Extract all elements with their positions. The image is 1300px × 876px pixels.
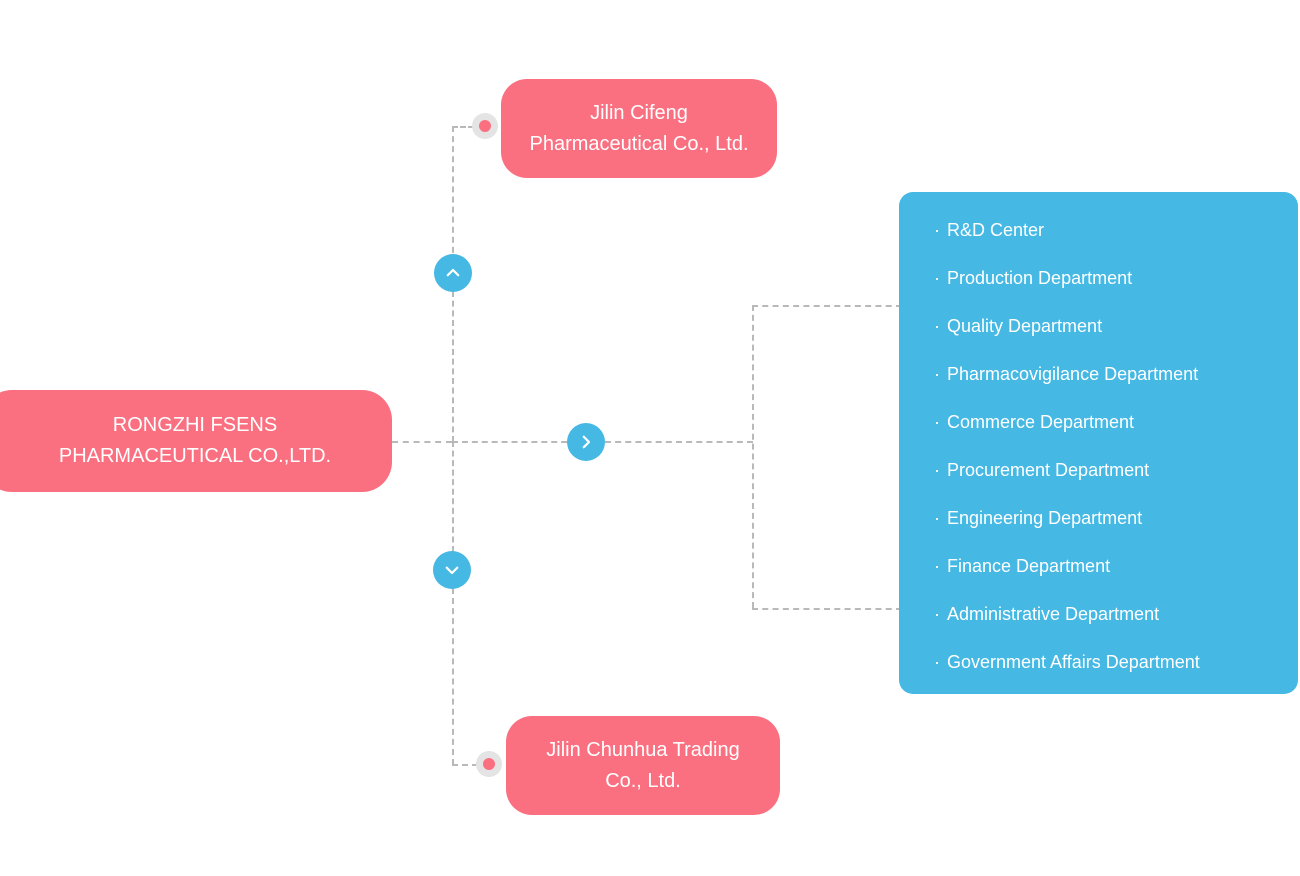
chevron-down-button[interactable] bbox=[433, 551, 471, 589]
department-label: Finance Department bbox=[947, 556, 1111, 576]
connector-bracket-top bbox=[752, 305, 902, 307]
department-list-item[interactable]: · Finance Department bbox=[899, 542, 1298, 590]
department-label: R&D Center bbox=[947, 220, 1045, 240]
bullet-icon: · bbox=[934, 460, 940, 480]
bullet-icon: · bbox=[934, 412, 940, 432]
chevron-up-icon bbox=[444, 264, 462, 282]
chevron-right-icon bbox=[577, 433, 595, 451]
connector-arrow-to-bracket bbox=[605, 441, 753, 443]
subsidiary-node-cifeng[interactable]: Jilin Cifeng Pharmaceutical Co., Ltd. bbox=[501, 79, 777, 178]
connector-branch-top bbox=[452, 126, 474, 128]
bullet-icon: · bbox=[934, 604, 940, 624]
department-list-item[interactable]: · Engineering Department bbox=[899, 494, 1298, 542]
subsidiary-node-chunhua[interactable]: Jilin Chunhua Trading Co., Ltd. bbox=[506, 716, 780, 815]
department-label: Government Affairs Department bbox=[947, 652, 1200, 672]
chevron-down-icon bbox=[443, 561, 461, 579]
bullet-icon: · bbox=[934, 508, 940, 528]
department-list-item[interactable]: · Pharmacovigilance Department bbox=[899, 350, 1298, 398]
connector-branch-bottom bbox=[452, 764, 478, 766]
department-label: Procurement Department bbox=[947, 460, 1150, 480]
department-label: Pharmacovigilance Department bbox=[947, 364, 1199, 384]
subsidiary-label-chunhua: Jilin Chunhua Trading Co., Ltd. bbox=[546, 738, 740, 792]
connector-dot-subsidiary-top bbox=[472, 113, 498, 139]
department-list-item[interactable]: · Commerce Department bbox=[899, 398, 1298, 446]
department-list: · R&D Center · Production Department · Qual… bbox=[899, 206, 1298, 686]
department-label: Commerce Department bbox=[947, 412, 1135, 432]
chevron-right-button[interactable] bbox=[567, 423, 605, 461]
bullet-icon: · bbox=[934, 652, 940, 672]
connector-bracket-vertical bbox=[752, 305, 754, 608]
root-company-node[interactable]: RONGZHI FSENS PHARMACEUTICAL CO.,LTD. bbox=[0, 390, 392, 492]
bullet-icon: · bbox=[934, 556, 940, 576]
bullet-icon: · bbox=[934, 316, 940, 336]
connector-trunk-middle-upper bbox=[452, 291, 454, 442]
connector-trunk-upper bbox=[452, 126, 454, 273]
department-label: Administrative Department bbox=[947, 604, 1160, 624]
department-panel: · R&D Center · Production Department · Qual… bbox=[899, 192, 1298, 694]
connector-bracket-bottom bbox=[752, 608, 902, 610]
chevron-up-button[interactable] bbox=[434, 254, 472, 292]
department-list-item[interactable]: · Government Affairs Department bbox=[899, 638, 1298, 686]
bullet-icon: · bbox=[934, 364, 940, 384]
connector-root-to-center bbox=[392, 441, 452, 443]
department-list-item[interactable]: · Administrative Department bbox=[899, 590, 1298, 638]
bullet-icon: · bbox=[934, 220, 940, 240]
department-label: Production Department bbox=[947, 268, 1133, 288]
department-list-item[interactable]: · Procurement Department bbox=[899, 446, 1298, 494]
subsidiary-label-cifeng: Jilin Cifeng Pharmaceutical Co., Ltd. bbox=[529, 101, 749, 155]
department-label: Quality Department bbox=[947, 316, 1103, 336]
department-label: Engineering Department bbox=[947, 508, 1143, 528]
connector-trunk-lower bbox=[452, 588, 454, 765]
department-list-item[interactable]: · Quality Department bbox=[899, 302, 1298, 350]
root-company-label: RONGZHI FSENS PHARMACEUTICAL CO.,LTD. bbox=[58, 414, 332, 467]
bullet-icon: · bbox=[934, 268, 940, 288]
connector-center-to-arrow bbox=[452, 441, 587, 443]
department-list-item[interactable]: · Production Department bbox=[899, 254, 1298, 302]
connector-trunk-middle-lower bbox=[452, 441, 454, 552]
connector-dot-subsidiary-bottom bbox=[476, 751, 502, 777]
department-list-item[interactable]: · R&D Center bbox=[899, 206, 1298, 254]
